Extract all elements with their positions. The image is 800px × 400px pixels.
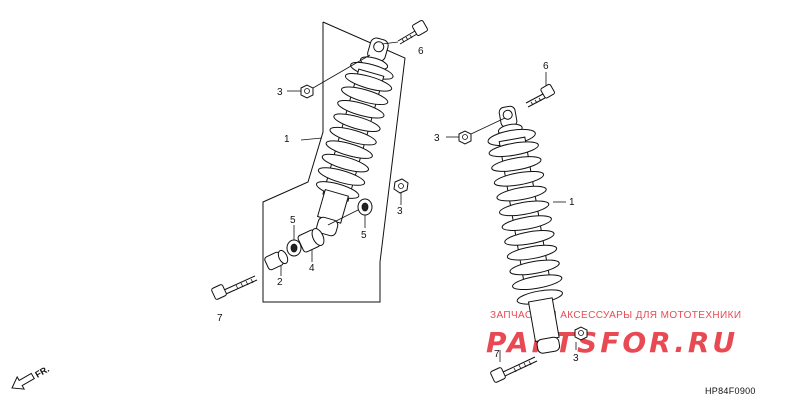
nut-right-bottom — [574, 326, 588, 341]
right-shock-assembly: 3 6 1 3 7 — [434, 61, 588, 383]
bushing-5 — [286, 239, 302, 257]
watermark-tagline: ЗАПЧАСТИ И АКСЕССУАРЫ ДЛЯ МОТОТЕХНИКИ — [490, 310, 741, 321]
collar-2 — [264, 249, 289, 271]
shock-spring — [317, 73, 393, 186]
callout-right-7: 7 — [494, 349, 500, 360]
callout-left-3-right: 3 — [397, 206, 403, 217]
front-arrow-icon — [11, 372, 35, 390]
shock-absorber-right — [487, 105, 563, 354]
bolt-left-bottom — [211, 275, 258, 300]
nut-right-top — [458, 130, 472, 145]
collar-4 — [297, 228, 325, 253]
leader-lines-right — [446, 72, 577, 362]
shock-bottom-eye — [536, 336, 561, 354]
callout-left-7: 7 — [217, 313, 223, 324]
watermark: ЗАПЧАСТИ И АКСЕССУАРЫ ДЛЯ МОТОТЕХНИКИ PA… — [486, 310, 741, 359]
callout-right-6: 6 — [543, 61, 549, 72]
callout-left-1: 1 — [284, 134, 290, 145]
callout-left-3-top: 3 — [277, 87, 283, 98]
front-direction-label: FR. — [33, 364, 51, 380]
diagram-code: HP84F0900 — [705, 386, 756, 396]
callout-left-5-top: 5 — [290, 215, 296, 226]
callout-right-3-bottom: 3 — [573, 353, 579, 364]
nut-left-right — [393, 178, 409, 194]
shock-top-eye-hole — [373, 41, 385, 53]
leader-lines-left — [280, 41, 402, 276]
bolt-right-top — [525, 83, 555, 108]
callout-left-6: 6 — [418, 46, 424, 57]
shock-spring — [488, 141, 563, 291]
callout-right-3-top: 3 — [434, 133, 440, 144]
bolt-right-bottom — [490, 356, 538, 383]
bushing-left-right — [357, 198, 373, 216]
front-direction-indicator: FR. — [11, 364, 51, 390]
callout-right-1: 1 — [569, 197, 575, 208]
nut-left-top — [300, 84, 314, 99]
left-shock-assembly: 3 6 1 3 5 5 4 2 7 — [211, 20, 428, 324]
watermark-logo: PARTSFOR.RU — [486, 326, 738, 359]
assembly-bracket-outline — [262, 21, 406, 303]
shock-absorber-left — [315, 37, 394, 237]
callout-left-5-right: 5 — [361, 230, 367, 241]
shock-bottom-eye — [316, 216, 339, 237]
bolt-left-top — [397, 20, 428, 45]
callout-left-4: 4 — [309, 263, 315, 274]
callout-left-2: 2 — [277, 277, 283, 288]
